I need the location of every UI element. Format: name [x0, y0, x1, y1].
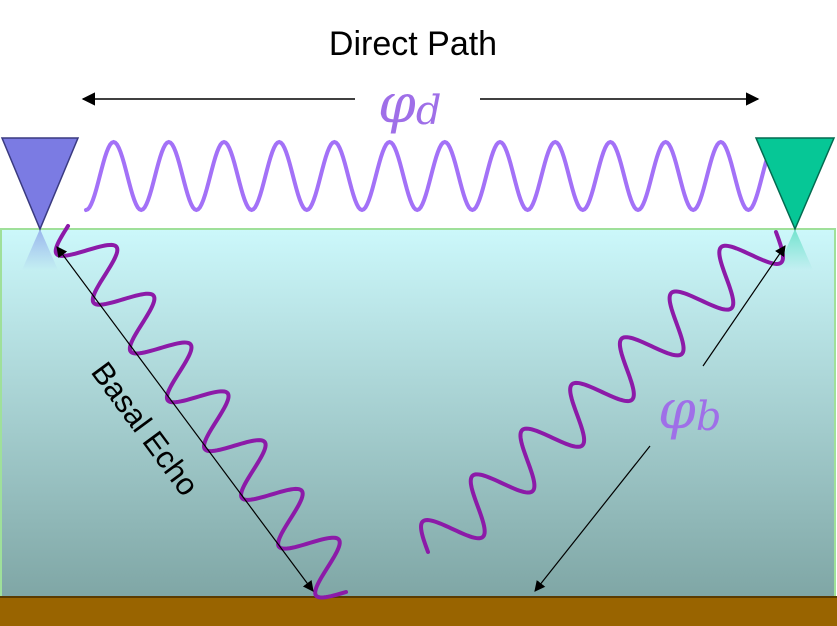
direct-path-wave — [84, 139, 778, 213]
phi-b-arrow-upper — [702, 245, 786, 367]
phi-b-label: φb — [658, 378, 721, 441]
phi-b-arrow-lower — [534, 445, 651, 592]
receiver-glow — [777, 229, 813, 270]
transmitter-icon — [0, 137, 80, 231]
bedrock — [0, 597, 837, 626]
phi-b-symbol: φ — [658, 378, 696, 441]
basal-echo-wave-up — [419, 230, 785, 554]
direct-path-label: Direct Path — [329, 25, 497, 63]
phi-d-subscript: d — [416, 88, 442, 134]
transmitter-glow — [22, 229, 58, 270]
phi-b-subscript: b — [696, 394, 722, 440]
phi-d-symbol: φ — [378, 72, 416, 135]
receiver-icon — [754, 137, 836, 231]
basal-echo-arrow-left — [56, 246, 314, 592]
phi-d-label: φd — [378, 72, 441, 135]
